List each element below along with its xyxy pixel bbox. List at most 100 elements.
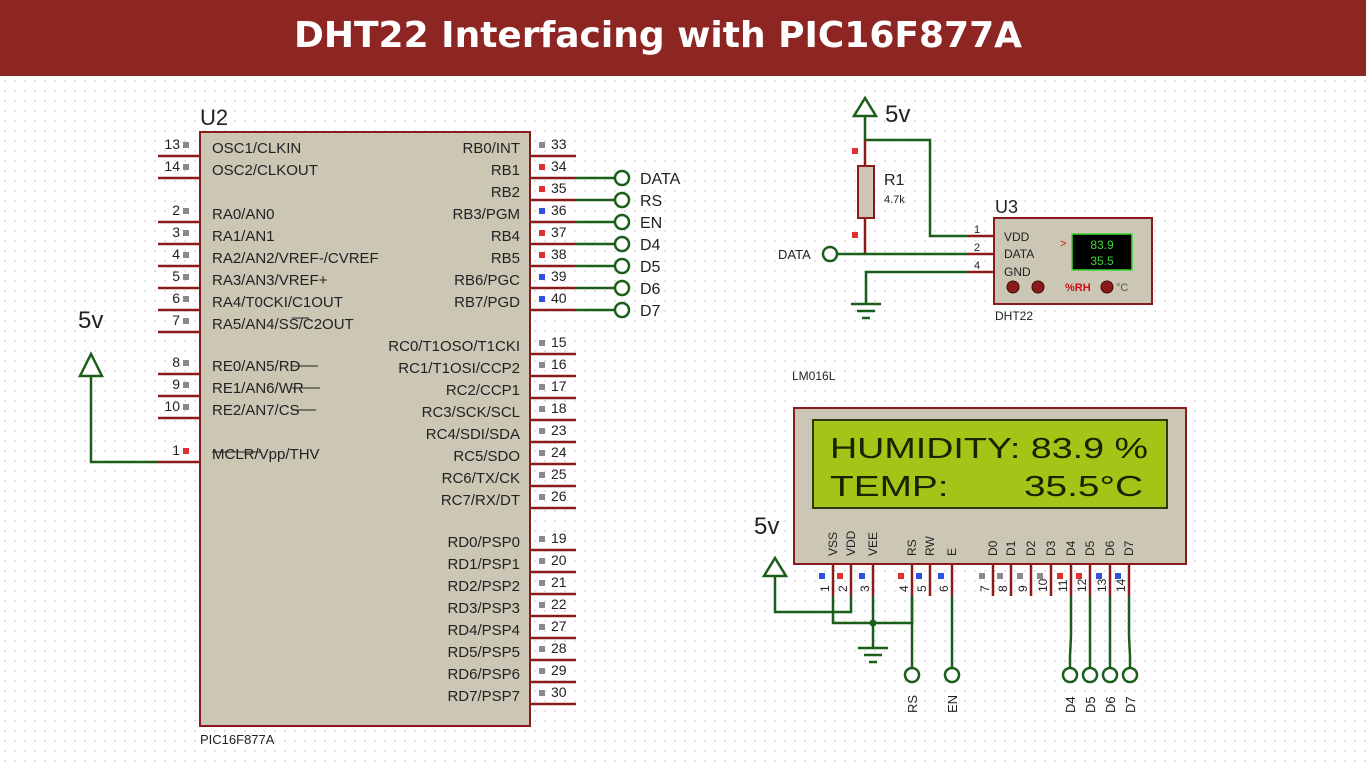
lcd-pin-label: RS xyxy=(905,539,919,556)
lcd-pin-number: 9 xyxy=(1016,585,1030,592)
mcu-pin-number: 23 xyxy=(551,422,567,438)
mcu-pin-number: 28 xyxy=(551,640,567,656)
lcd-pin-label: D5 xyxy=(1083,540,1097,556)
mcu-pin-number: 10 xyxy=(164,398,180,414)
mcu-pin-label: RB7/PGD xyxy=(454,294,520,311)
resistor-r1 xyxy=(857,165,875,219)
mcu-pin-label: RC3/SCK/SCL xyxy=(422,404,520,421)
net-terminal xyxy=(1061,666,1079,684)
sensor-ref: U3 xyxy=(995,197,1018,217)
lcd-pin-number: 13 xyxy=(1095,578,1109,592)
mcu-pin-number: 33 xyxy=(551,136,567,152)
net-terminal-label: RS xyxy=(640,193,662,210)
mcu-pin-label: RC2/CCP1 xyxy=(446,382,520,399)
sensor-unit-toggle[interactable] xyxy=(1100,280,1114,294)
mcu-pin-number: 27 xyxy=(551,618,567,634)
sensor-vdd-wire xyxy=(863,116,968,238)
sensor-up-button[interactable] xyxy=(1031,280,1045,294)
lcd-signal-wire xyxy=(1068,596,1073,668)
mcu-pin-label: RE0/AN5/RD xyxy=(212,358,301,375)
net-terminal xyxy=(1081,666,1099,684)
mcu-pin-label: RC7/RX/DT xyxy=(441,492,520,509)
junction-vss xyxy=(869,619,877,627)
mclr-power-label: 5v xyxy=(78,307,103,334)
resistor-pin-marker-top xyxy=(852,148,858,154)
pin-state-marker xyxy=(1076,573,1082,579)
pin-state-marker xyxy=(183,360,189,366)
sensor-pin-4-num: 4 xyxy=(974,260,980,272)
resistor-value: 4.7k xyxy=(884,194,905,206)
mcu-pin-number: 30 xyxy=(551,684,567,700)
mcu-pin-number: 3 xyxy=(172,224,180,240)
mcu-pin-label: RA3/AN3/VREF+ xyxy=(212,272,328,289)
sensor-pin-data-label: DATA xyxy=(1004,247,1034,261)
mclr-power-arrow xyxy=(77,351,105,378)
mcu-pin-label: RD5/PSP5 xyxy=(447,644,520,661)
pin-state-marker xyxy=(183,230,189,236)
pin-state-marker xyxy=(979,573,985,579)
sensor-arrow: > xyxy=(1060,238,1066,250)
mcu-pin-label: RA0/AN0 xyxy=(212,206,275,223)
mcu-pin-label: RA5/AN4/SS/C2OUT xyxy=(212,316,354,333)
lcd-pin-number: 4 xyxy=(897,585,911,592)
net-terminal-label: DATA xyxy=(640,171,681,188)
lcd-pin-number: 3 xyxy=(858,585,872,592)
net-terminal-label: D5 xyxy=(640,259,661,276)
pin-state-marker xyxy=(539,428,545,434)
mcu-pin-label: RD4/PSP4 xyxy=(447,622,520,639)
pin-state-marker xyxy=(997,573,1003,579)
lcd-pin-label: VEE xyxy=(866,532,880,556)
pin-state-marker xyxy=(183,404,189,410)
net-terminal-label: D7 xyxy=(640,303,661,320)
sensor-pin-gnd-label: GND xyxy=(1004,265,1031,279)
pin-state-marker xyxy=(539,340,545,346)
lcd-signal-wire xyxy=(1127,596,1132,668)
mclr-power: 5v xyxy=(77,307,158,464)
lcd-screen xyxy=(812,419,1168,509)
sensor-down-button[interactable] xyxy=(1006,280,1020,294)
mcu-pin-label: RB5 xyxy=(491,250,520,267)
mcu-pin-label: RE2/AN7/CS xyxy=(212,402,300,419)
sensor-unit-c: °C xyxy=(1116,282,1128,294)
pin-state-marker xyxy=(819,573,825,579)
mcu-pin-label: MCLR/Vpp/THV xyxy=(212,446,320,463)
sensor-data-terminal-label: DATA xyxy=(778,247,811,262)
mcu-pin-number: 37 xyxy=(551,224,567,240)
lcd-pin-number: 6 xyxy=(937,585,951,592)
net-terminal-label: RS xyxy=(905,695,920,713)
net-terminal xyxy=(943,666,961,684)
mcu-pin-label: RB2 xyxy=(491,184,520,201)
mcu-pin-label: RC0/T1OSO/T1CKI xyxy=(388,338,520,355)
mcu-pin-label: RA4/T0CKI/C1OUT xyxy=(212,294,343,311)
mcu-pin-label: RD3/PSP3 xyxy=(447,600,520,617)
mcu-pin-number: 9 xyxy=(172,376,180,392)
mcu-pin-number: 24 xyxy=(551,444,567,460)
mcu-pin-number: 2 xyxy=(172,202,180,218)
lcd-power-label: 5v xyxy=(754,513,779,540)
mcu-right-pins: 33RB0/INT34RB135RB236RB3/PGM37RB438RB539… xyxy=(388,136,576,706)
net-terminal xyxy=(1121,666,1139,684)
pin-state-marker xyxy=(1115,573,1121,579)
pin-state-marker xyxy=(183,274,189,280)
net-terminal xyxy=(613,169,631,187)
net-terminal xyxy=(903,666,921,684)
pin-state-marker xyxy=(539,164,545,170)
mcu-pin-number: 16 xyxy=(551,356,567,372)
lcd-pin-label: D0 xyxy=(986,540,1000,556)
pin-state-marker xyxy=(539,624,545,630)
mcu-pin-number: 14 xyxy=(164,158,180,174)
mcu-pin-label: RB4 xyxy=(491,228,520,245)
mcu-pin-label: RC6/TX/CK xyxy=(442,470,520,487)
mcu-pin-label: RD1/PSP1 xyxy=(447,556,520,573)
lcd-line-2: TEMP: 35.5°C xyxy=(830,471,1143,503)
mcu-pin-label: RB1 xyxy=(491,162,520,179)
pin-state-marker xyxy=(539,142,545,148)
lcd-pin-number: 11 xyxy=(1056,579,1070,592)
mcu-pin-label: OSC1/CLKIN xyxy=(212,140,301,157)
pin-state-marker xyxy=(183,382,189,388)
net-terminal xyxy=(613,257,631,275)
lcd-pin-number: 7 xyxy=(978,585,992,592)
